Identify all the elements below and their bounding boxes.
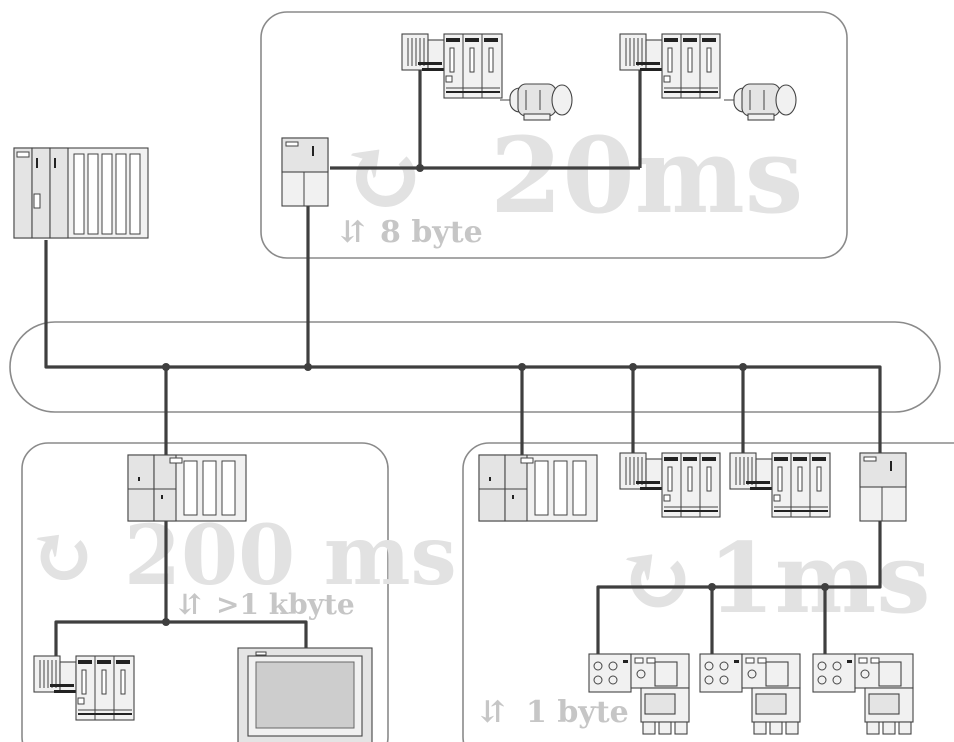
zone-top-data-label: 8 byte [380,215,483,250]
top-drive-2 [619,33,721,99]
zone-right-data-icon: ⇵ [480,695,505,730]
right-subnet-bus [596,520,882,655]
zone-right-cycle-icon: ↻ [616,522,696,635]
field-device-2 [699,653,801,735]
right-drive-2 [729,452,831,518]
zone-left-data-label: >1 kbyte [216,588,355,621]
right-drive-1 [619,452,721,518]
zone-left-cycle-icon: ↻ [28,508,97,604]
zone-top-data-icon: ⇵ [340,215,365,250]
field-device-3 [812,653,914,735]
zone-backbone [9,321,941,413]
left-subnet-bus [54,520,308,660]
zone-top-cycle-label: 20ms [490,114,803,237]
left-plc [127,454,247,522]
top-drive-1 [401,33,503,99]
zone-right-cycle-label: 1ms [708,522,930,635]
zone-left-cycle-label: 200 ms [124,508,457,604]
top-gateway [281,137,329,207]
top-subnet-bus [330,66,642,172]
zone-top [260,11,848,259]
zone-right [462,442,954,742]
master-plc [13,147,149,239]
zone-right-data-label: 1 byte [526,695,629,730]
left-drive [33,655,135,721]
zone-top-cycle-icon: ↻ [340,114,427,237]
hmi-panel [237,647,373,742]
zone-left-data-icon: ⇵ [178,588,201,621]
main-bus [44,204,882,455]
right-gateway [859,452,907,522]
right-plc [478,454,598,522]
zone-left [21,442,389,742]
